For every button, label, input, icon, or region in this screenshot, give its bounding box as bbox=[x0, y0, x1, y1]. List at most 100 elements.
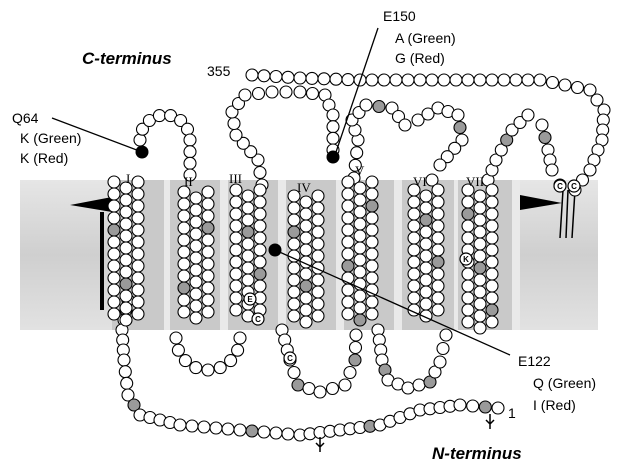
helix-residue-bead bbox=[342, 284, 354, 296]
helix-residue-bead bbox=[420, 262, 432, 274]
residue-bead bbox=[258, 70, 270, 82]
residue-bead bbox=[440, 329, 452, 341]
helix-residue-bead bbox=[474, 190, 486, 202]
helix-residue-bead bbox=[190, 228, 202, 240]
residue-bead bbox=[547, 77, 559, 89]
helix-residue-bead bbox=[230, 304, 242, 316]
helix-residue-bead bbox=[132, 176, 144, 188]
helix-residue-bead bbox=[486, 292, 498, 304]
helix-residue-bead bbox=[120, 230, 132, 242]
helix-residue-bead bbox=[288, 238, 300, 250]
residue-bead bbox=[344, 367, 356, 379]
glyco-fork-1 bbox=[316, 437, 324, 452]
helix-residue-bead bbox=[190, 204, 202, 216]
helix-residue-bead bbox=[202, 210, 214, 222]
q64-annotation: Q64 K (Green) K (Red) bbox=[12, 110, 81, 166]
helix-residue-bead bbox=[342, 260, 354, 272]
residue-bead bbox=[282, 71, 294, 83]
residue-bead bbox=[234, 424, 246, 436]
helix-residue-bead bbox=[312, 286, 324, 298]
residue-bead bbox=[399, 119, 411, 131]
residue-bead bbox=[572, 82, 584, 94]
helix-residue-bead bbox=[366, 260, 378, 272]
helix-residue-bead bbox=[354, 194, 366, 206]
helix-residue-bead bbox=[408, 208, 420, 220]
helix-residue-bead bbox=[132, 212, 144, 224]
residue-bead bbox=[214, 362, 226, 374]
special-residue-letter: C bbox=[571, 182, 577, 191]
helix-residue-bead bbox=[342, 296, 354, 308]
residue-bead bbox=[282, 428, 294, 440]
e122-green-label: Q (Green) bbox=[533, 375, 596, 391]
helix-residue-bead bbox=[288, 202, 300, 214]
residue-bead bbox=[318, 73, 330, 85]
residue-bead bbox=[402, 382, 414, 394]
helix-residue-bead bbox=[132, 200, 144, 212]
residue-bead bbox=[350, 329, 362, 341]
helix-residue-bead bbox=[254, 232, 266, 244]
helix-residue-bead bbox=[366, 296, 378, 308]
helix-residue-bead bbox=[354, 266, 366, 278]
q64-site bbox=[136, 146, 149, 159]
helix-residue-bead bbox=[300, 208, 312, 220]
helix-residue-bead bbox=[354, 206, 366, 218]
residue-bead bbox=[198, 421, 210, 433]
residue-bead bbox=[349, 354, 361, 366]
helix-residue-bead bbox=[108, 176, 120, 188]
helix-residue-bead bbox=[462, 280, 474, 292]
residue-bead bbox=[373, 101, 385, 113]
helix-residue-bead bbox=[354, 230, 366, 242]
helix-residue-bead bbox=[108, 284, 120, 296]
helix-residue-bead bbox=[230, 220, 242, 232]
helix-residue-bead bbox=[300, 220, 312, 232]
residue-bead bbox=[339, 379, 351, 391]
helix-residue-bead bbox=[132, 236, 144, 248]
helix-residue-bead bbox=[408, 292, 420, 304]
residue-bead bbox=[559, 79, 571, 91]
helix-residue-bead bbox=[486, 256, 498, 268]
helix-residue-bead bbox=[432, 232, 444, 244]
special-residue-letter: C bbox=[557, 182, 563, 191]
helix-residue-bead bbox=[342, 212, 354, 224]
residue-bead bbox=[366, 74, 378, 86]
helix-residue-bead bbox=[312, 202, 324, 214]
helix-residue-bead bbox=[300, 280, 312, 292]
helix-label-3: III bbox=[229, 171, 242, 186]
helix-residue-bead bbox=[132, 308, 144, 320]
helix-residue-bead bbox=[432, 280, 444, 292]
residue-bead bbox=[303, 383, 315, 395]
residue-bead bbox=[121, 377, 133, 389]
helix-residue-bead bbox=[474, 286, 486, 298]
helix-residue-bead bbox=[108, 272, 120, 284]
helix-residue-bead bbox=[366, 248, 378, 260]
residue-bead bbox=[294, 86, 306, 98]
helix-residue-bead bbox=[202, 222, 214, 234]
helix-residue-bead bbox=[432, 208, 444, 220]
helix-residue-bead bbox=[178, 258, 190, 270]
special-residue-letter: E bbox=[247, 295, 253, 304]
helix-residue-bead bbox=[408, 256, 420, 268]
helix-residue-bead bbox=[462, 316, 474, 328]
residue-bead bbox=[437, 343, 449, 355]
helix-residue-bead bbox=[190, 300, 202, 312]
helix-residue-bead bbox=[366, 236, 378, 248]
left-bar bbox=[100, 212, 104, 310]
residue-bead bbox=[186, 420, 198, 432]
helix-residue-bead bbox=[462, 232, 474, 244]
helix-residue-bead bbox=[242, 250, 254, 262]
residue-bead bbox=[230, 129, 242, 141]
e122-annotation: E122 Q (Green) I (Red) bbox=[518, 353, 596, 413]
helix-residue-bead bbox=[242, 238, 254, 250]
helix-label-5: V bbox=[355, 163, 365, 178]
residue-bead bbox=[266, 86, 278, 98]
helix-residue-bead bbox=[120, 242, 132, 254]
helix-label-6: VI bbox=[413, 174, 427, 189]
helix-residue-bead bbox=[462, 268, 474, 280]
helix-residue-bead bbox=[132, 260, 144, 272]
residue-bead bbox=[327, 109, 339, 121]
special-residue-letter: C bbox=[255, 315, 261, 324]
residue-bead bbox=[330, 73, 342, 85]
residue-bead bbox=[342, 74, 354, 86]
helix-residue-bead bbox=[366, 224, 378, 236]
helix-residue-bead bbox=[432, 220, 444, 232]
